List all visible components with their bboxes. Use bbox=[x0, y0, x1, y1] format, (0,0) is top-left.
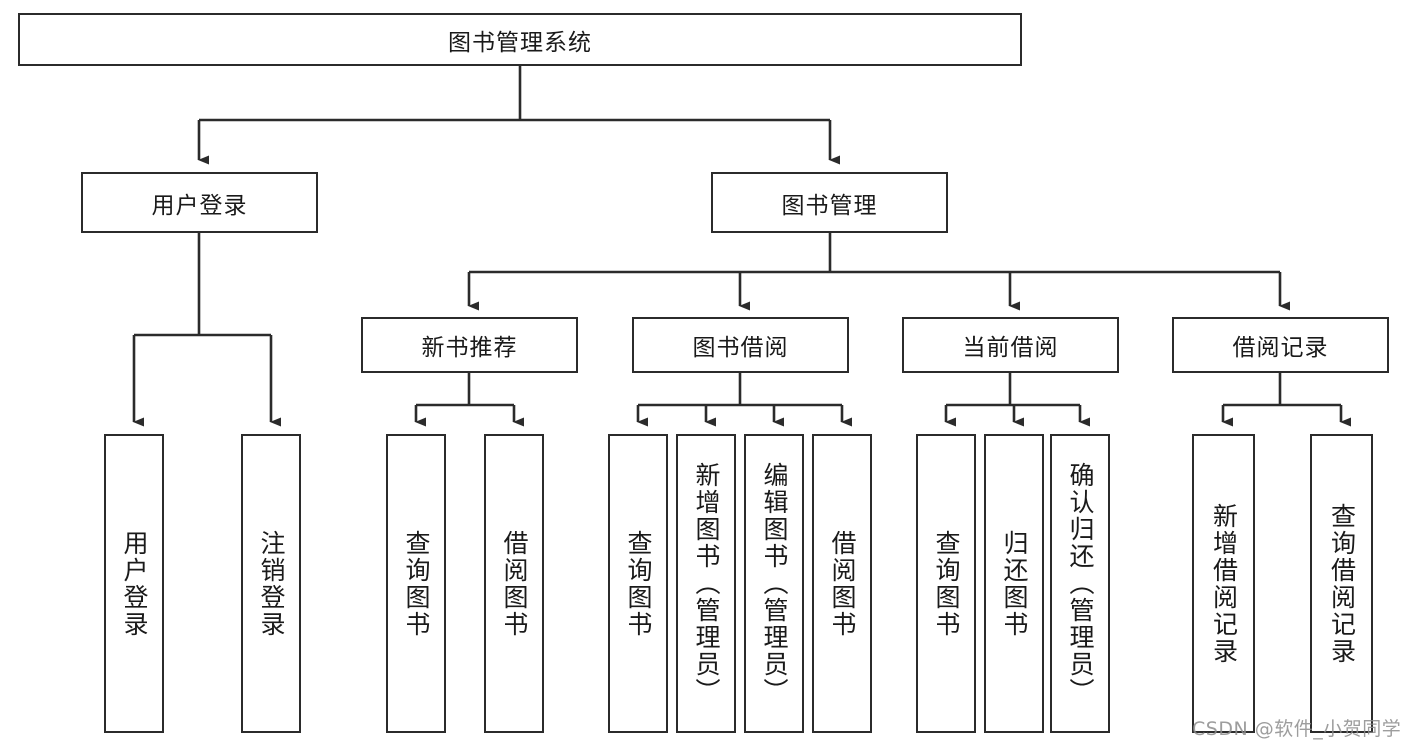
leaf-user-login[interactable]: 用户登录 bbox=[104, 434, 164, 733]
node-new-book-recommend-label: 新书推荐 bbox=[421, 335, 518, 361]
leaf-borrow-book[interactable]: 借阅图书 bbox=[812, 434, 872, 733]
node-user-login-label: 用户登录 bbox=[151, 192, 248, 219]
node-new-book-recommend[interactable]: 新书推荐 bbox=[361, 317, 578, 373]
leaf-confirm-return-label: 确认归还（管理员） bbox=[1066, 462, 1095, 705]
leaf-query-book-recommend-label: 查询图书 bbox=[402, 529, 431, 638]
leaf-add-borrow-record[interactable]: 新增借阅记录 bbox=[1192, 434, 1255, 733]
leaf-query-borrow-record[interactable]: 查询借阅记录 bbox=[1310, 434, 1373, 733]
leaf-query-book-borrow-label: 查询图书 bbox=[624, 529, 653, 638]
node-book-borrow-label: 图书借阅 bbox=[692, 335, 789, 361]
node-book-management[interactable]: 图书管理 bbox=[711, 172, 948, 233]
node-root-label: 图书管理系统 bbox=[448, 29, 592, 56]
leaf-borrow-book-label: 借阅图书 bbox=[828, 529, 857, 638]
leaf-query-borrow-record-label: 查询借阅记录 bbox=[1327, 502, 1357, 665]
node-root[interactable]: 图书管理系统 bbox=[18, 13, 1022, 66]
csdn-watermark: CSDN @软件_小贺同学 bbox=[1192, 718, 1402, 740]
leaf-logout[interactable]: 注销登录 bbox=[241, 434, 301, 733]
leaf-return-book[interactable]: 归还图书 bbox=[984, 434, 1044, 733]
leaf-query-book-recommend[interactable]: 查询图书 bbox=[386, 434, 446, 733]
node-book-borrow[interactable]: 图书借阅 bbox=[632, 317, 849, 373]
node-borrow-record[interactable]: 借阅记录 bbox=[1172, 317, 1389, 373]
node-borrow-record-label: 借阅记录 bbox=[1232, 335, 1329, 361]
node-user-login[interactable]: 用户登录 bbox=[81, 172, 318, 233]
leaf-add-book[interactable]: 新增图书（管理员） bbox=[676, 434, 736, 733]
leaf-query-book-current-label: 查询图书 bbox=[932, 529, 961, 638]
leaf-query-book-borrow[interactable]: 查询图书 bbox=[608, 434, 668, 733]
node-book-management-label: 图书管理 bbox=[781, 192, 878, 219]
leaf-return-book-label: 归还图书 bbox=[1000, 529, 1029, 638]
leaf-add-borrow-record-label: 新增借阅记录 bbox=[1209, 502, 1239, 665]
leaf-user-login-label: 用户登录 bbox=[120, 529, 149, 638]
node-current-borrow[interactable]: 当前借阅 bbox=[902, 317, 1119, 373]
leaf-borrow-book-recommend-label: 借阅图书 bbox=[500, 529, 529, 638]
leaf-query-book-current[interactable]: 查询图书 bbox=[916, 434, 976, 733]
node-current-borrow-label: 当前借阅 bbox=[962, 335, 1059, 361]
leaf-edit-book[interactable]: 编辑图书（管理员） bbox=[744, 434, 804, 733]
leaf-confirm-return[interactable]: 确认归还（管理员） bbox=[1050, 434, 1110, 733]
leaf-edit-book-label: 编辑图书（管理员） bbox=[760, 462, 789, 705]
leaf-logout-label: 注销登录 bbox=[257, 529, 286, 638]
leaf-add-book-label: 新增图书（管理员） bbox=[692, 462, 721, 705]
leaf-borrow-book-recommend[interactable]: 借阅图书 bbox=[484, 434, 544, 733]
